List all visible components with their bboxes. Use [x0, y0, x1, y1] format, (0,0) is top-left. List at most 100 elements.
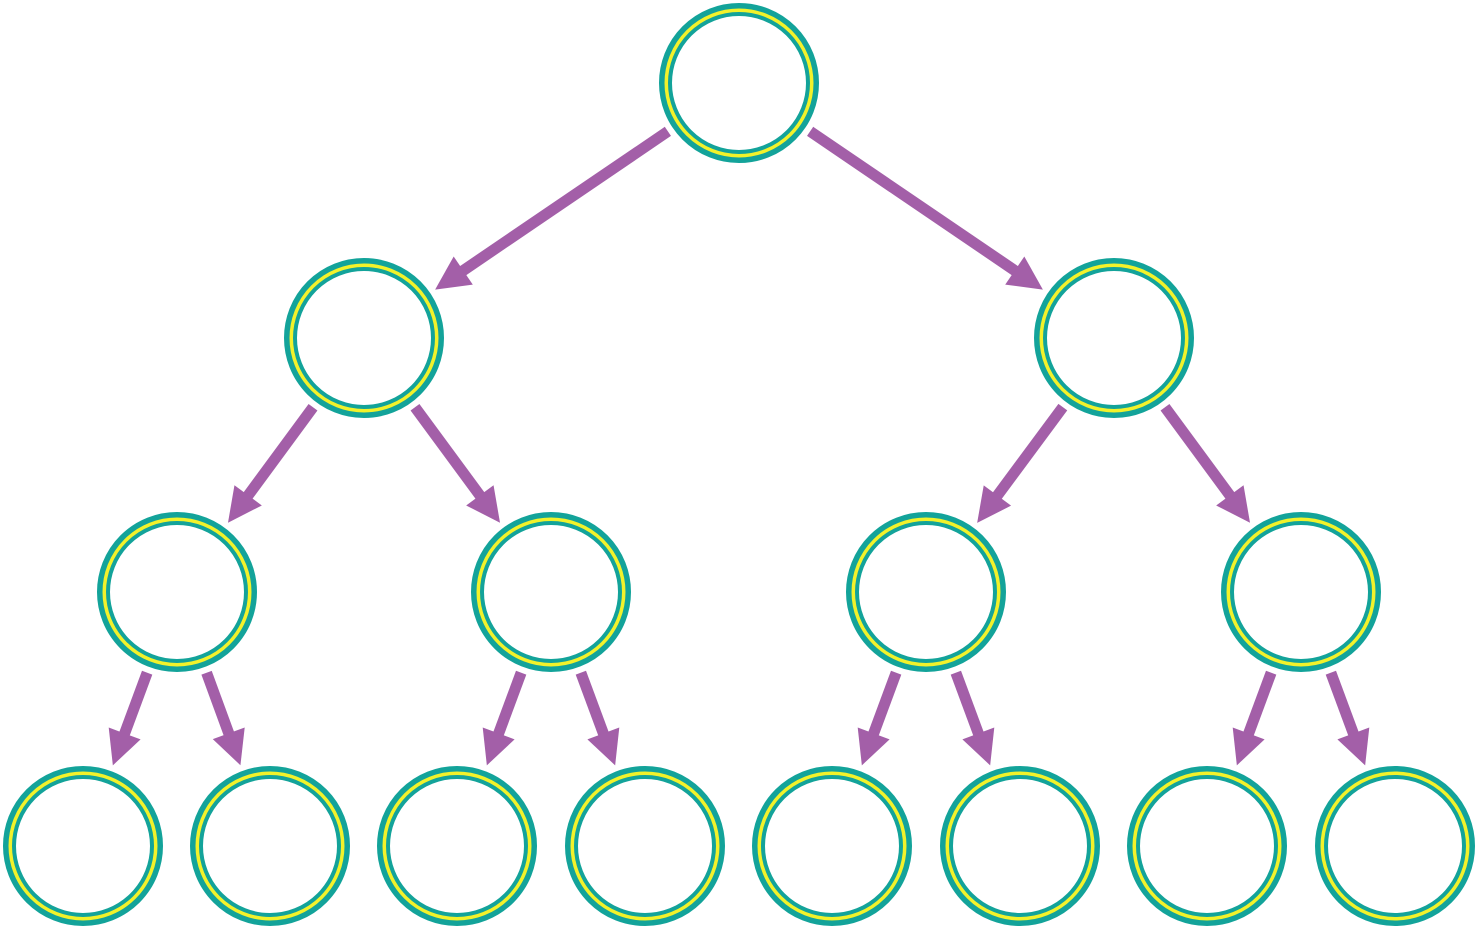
edge-arrowhead: [1216, 485, 1251, 523]
edge-arrow: [1232, 670, 1277, 766]
edge-arrowhead: [435, 256, 473, 290]
tree-node-middle-ring: [102, 517, 252, 667]
tree-node-outer-ring: [97, 512, 257, 672]
edge-arrowhead: [977, 485, 1012, 523]
tree-node-inner-ring: [1230, 521, 1372, 663]
tree-node-middle-ring: [664, 8, 814, 158]
tree-node-middle-ring: [476, 517, 626, 667]
tree-node: [471, 512, 631, 672]
edge-arrow: [410, 403, 501, 523]
tree-node-outer-ring: [1127, 766, 1287, 926]
tree-node-inner-ring: [668, 12, 810, 154]
tree-node-middle-ring: [382, 771, 532, 921]
tree-node-fill: [5, 768, 161, 924]
tree-node-inner-ring: [1136, 775, 1278, 917]
tree-node-outer-ring: [1315, 766, 1475, 926]
edge-arrow-shaft: [807, 126, 1020, 277]
tree-node: [377, 766, 537, 926]
tree-node-middle-ring: [289, 263, 439, 413]
edge-arrow: [435, 126, 671, 290]
edge-arrowhead: [108, 727, 141, 766]
edge-arrow: [977, 403, 1068, 523]
tree-node-outer-ring: [1034, 258, 1194, 418]
edge-arrowhead: [1232, 727, 1265, 766]
edges-layer: [108, 126, 1370, 766]
tree-node-fill: [99, 514, 255, 670]
tree-node-fill: [1036, 260, 1192, 416]
tree-node-fill: [1129, 768, 1285, 924]
tree-node-outer-ring: [377, 766, 537, 926]
edge-arrow: [482, 670, 527, 766]
tree-node: [1221, 512, 1381, 672]
tree-node-outer-ring: [190, 766, 350, 926]
edge-arrow-shaft: [1325, 670, 1360, 738]
edge-arrow-shaft: [1242, 670, 1277, 738]
edge-arrowhead: [227, 485, 262, 523]
edge-arrow-shaft: [1160, 403, 1236, 501]
tree-node-inner-ring: [1043, 267, 1185, 409]
edge-arrow-shaft: [458, 126, 671, 277]
edge-arrowhead: [212, 727, 245, 766]
edge-arrowhead: [1005, 256, 1043, 290]
tree-node: [1127, 766, 1287, 926]
tree-node-fill: [942, 768, 1098, 924]
tree-node-fill: [192, 768, 348, 924]
tree-node-outer-ring: [3, 766, 163, 926]
tree-node-middle-ring: [851, 517, 1001, 667]
tree-node: [565, 766, 725, 926]
tree-node-outer-ring: [1221, 512, 1381, 672]
tree-node-inner-ring: [293, 267, 435, 409]
tree-node-middle-ring: [8, 771, 158, 921]
tree-node-middle-ring: [1226, 517, 1376, 667]
edge-arrow-shaft: [410, 403, 486, 501]
edge-arrowhead: [1337, 727, 1370, 766]
tree-node-inner-ring: [1324, 775, 1466, 917]
edge-arrow: [807, 126, 1043, 290]
tree-node-middle-ring: [757, 771, 907, 921]
tree-node-inner-ring: [199, 775, 341, 917]
tree-node: [659, 3, 819, 163]
tree-node-middle-ring: [195, 771, 345, 921]
edge-arrow-shaft: [201, 670, 235, 738]
tree-node-middle-ring: [945, 771, 1095, 921]
edge-arrow: [950, 670, 995, 766]
tree-node-middle-ring: [570, 771, 720, 921]
nodes-layer: [3, 3, 1475, 926]
tree-node-fill: [473, 514, 629, 670]
tree-node-outer-ring: [471, 512, 631, 672]
edge-arrow: [227, 403, 318, 523]
edge-arrow-shaft: [950, 670, 985, 738]
tree-node-outer-ring: [565, 766, 725, 926]
edge-arrow: [857, 670, 902, 766]
tree-node: [846, 512, 1006, 672]
tree-node-middle-ring: [1132, 771, 1282, 921]
tree-node-fill: [567, 768, 723, 924]
edge-arrow-shaft: [118, 670, 153, 738]
tree-node-outer-ring: [752, 766, 912, 926]
edge-arrow: [1160, 403, 1251, 523]
tree-node-fill: [379, 768, 535, 924]
tree-node: [190, 766, 350, 926]
tree-node: [940, 766, 1100, 926]
tree-node-outer-ring: [940, 766, 1100, 926]
tree-node-outer-ring: [284, 258, 444, 418]
tree-node-inner-ring: [106, 521, 248, 663]
tree-node-inner-ring: [12, 775, 154, 917]
edge-arrow-shaft: [991, 403, 1068, 501]
tree-node-inner-ring: [386, 775, 528, 917]
tree-node-inner-ring: [855, 521, 997, 663]
tree-node: [752, 766, 912, 926]
tree-node-fill: [754, 768, 910, 924]
edge-arrowhead: [466, 485, 501, 523]
tree-node-fill: [1223, 514, 1379, 670]
tree-node-outer-ring: [846, 512, 1006, 672]
tree-node-outer-ring: [659, 3, 819, 163]
tree-node: [1315, 766, 1475, 926]
edge-arrow: [201, 670, 245, 766]
edge-arrow: [108, 670, 153, 766]
edge-arrow: [575, 670, 620, 766]
edge-arrowhead: [962, 727, 995, 766]
edge-arrow-shaft: [492, 670, 527, 738]
edge-arrow-shaft: [575, 670, 610, 738]
